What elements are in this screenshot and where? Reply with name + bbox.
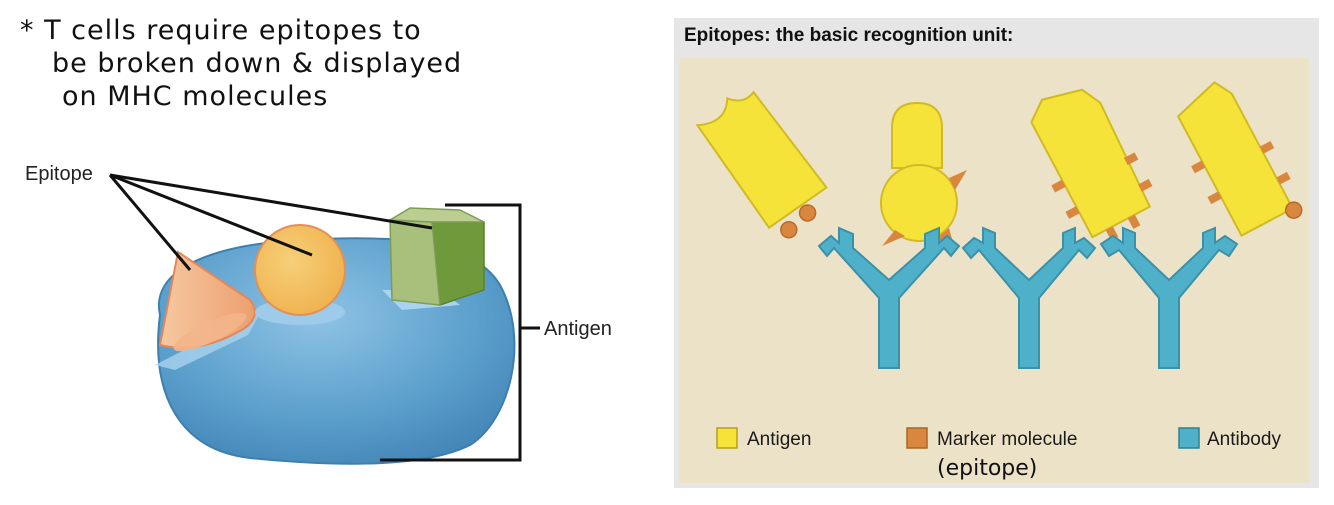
sphere-epitope [254, 224, 346, 316]
epitope-pointer-cone [108, 174, 192, 271]
handwritten-line-1: * T cells require epitopes to [20, 15, 422, 46]
block-epitope-side [431, 221, 485, 307]
antigen-shape-3 [1030, 88, 1153, 241]
epitope-label: Epitope [25, 163, 93, 185]
antigen-shape-1 [695, 90, 828, 239]
antigen-bracket [380, 203, 522, 462]
block-epitope-front [389, 219, 441, 306]
panel-inner: Antigen Marker molecule Antibody [679, 58, 1309, 483]
handwritten-line-2: be broken down & displayed [52, 48, 463, 79]
marker-molecule [1207, 191, 1222, 205]
marker-molecule [882, 230, 905, 246]
handwritten-line-3: on MHC molecules [62, 81, 329, 112]
marker-molecule [1051, 179, 1066, 193]
epitopes-figure-panel: Epitopes: the basic recognition unit: [674, 18, 1319, 488]
antigen-label: Antigen [544, 318, 612, 340]
legend-swatch-antigen [716, 427, 738, 449]
epitope-pointer-block [109, 173, 433, 230]
handwritten-note: * T cells require epitopes to be broken … [20, 14, 462, 113]
marker-molecule [949, 170, 967, 190]
marker-molecule [1138, 178, 1153, 192]
antibody-2 [961, 226, 1097, 369]
block-epitope-top [387, 207, 485, 223]
panel-title: Epitopes: the basic recognition unit: [684, 25, 1014, 46]
legend-swatch-antibody [1178, 427, 1200, 449]
antibody-1 [817, 226, 961, 369]
marker-molecule [798, 204, 817, 222]
epitopes-canvas [679, 58, 1309, 483]
legend-label-marker: Marker molecule [937, 429, 1078, 450]
antigen-shape-2 [880, 101, 967, 250]
marker-molecule [780, 220, 798, 239]
legend-label-antibody: Antibody [1207, 429, 1281, 450]
antibody-3 [1099, 226, 1239, 369]
marker-molecule [1065, 206, 1080, 219]
marker-molecule [1127, 214, 1141, 229]
legend-label-antigen: Antigen [747, 429, 812, 450]
handwritten-epitope-annotation: (epitope) [937, 456, 1038, 481]
legend-swatch-marker [906, 427, 928, 449]
antigen-epitope-diagram: Epitope Antigen [25, 163, 612, 465]
cone-base [173, 312, 247, 352]
marker-molecule [1191, 160, 1206, 174]
antigen-shape-4 [1176, 81, 1303, 237]
marker-molecule [1259, 140, 1275, 154]
marker-molecule [1284, 201, 1303, 219]
marker-molecule [1276, 171, 1291, 185]
epitope-pointer-sphere [109, 173, 313, 257]
marker-molecule [1123, 152, 1139, 166]
